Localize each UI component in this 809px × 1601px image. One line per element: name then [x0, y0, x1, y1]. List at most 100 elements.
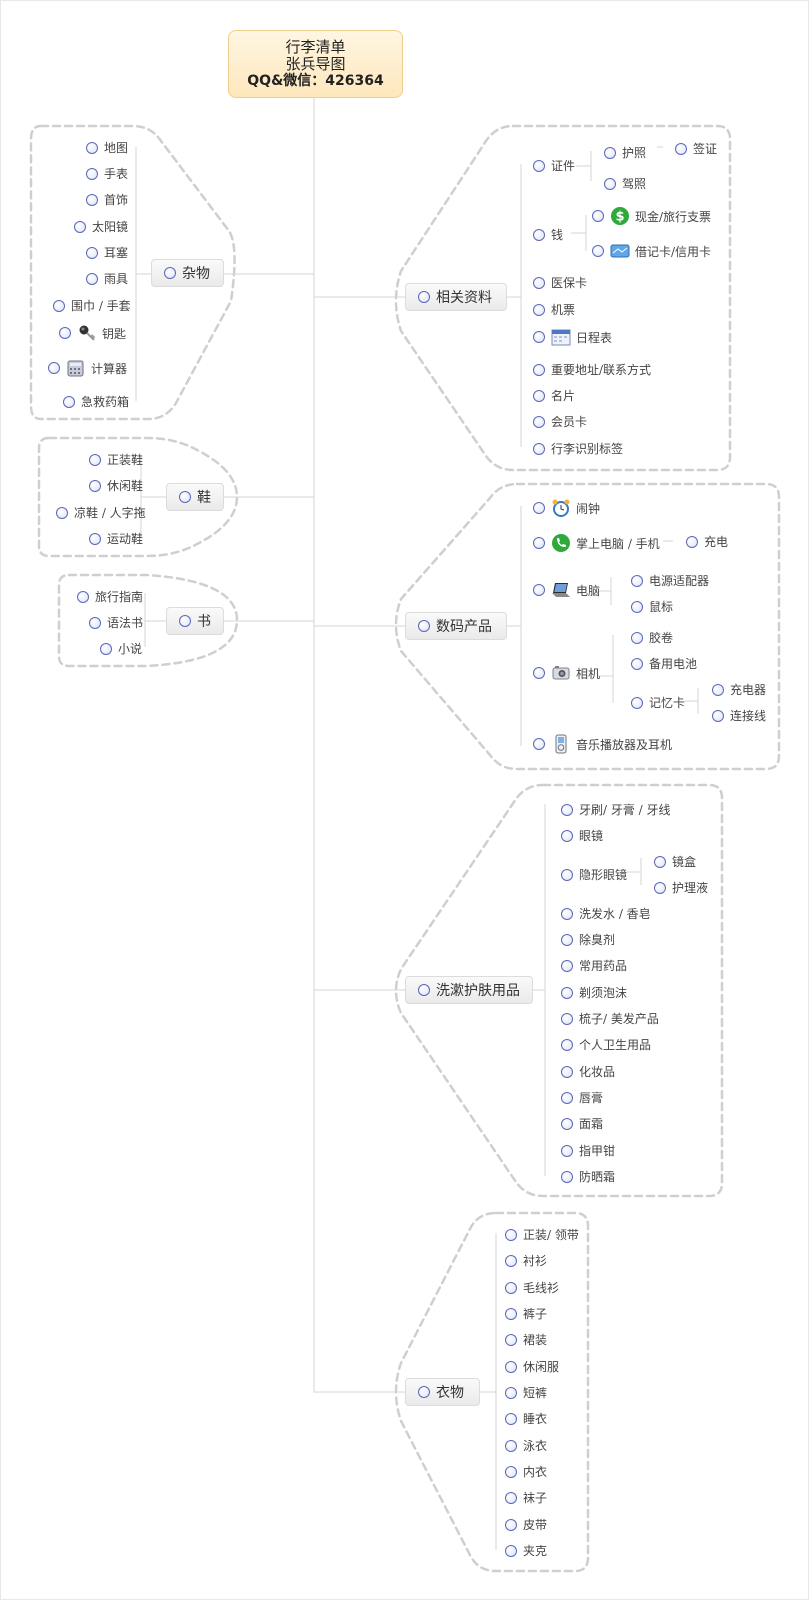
item-ticket[interactable]: 机票 [533, 301, 575, 318]
boundary-shoes [37, 436, 239, 558]
item-passport[interactable]: 护照 [604, 144, 646, 161]
list-item[interactable]: 面霜 [561, 1115, 603, 1132]
item-money[interactable]: 钱 [533, 226, 563, 243]
list-item[interactable]: 指甲钳 [561, 1142, 615, 1159]
topic-misc[interactable]: 杂物 [151, 259, 224, 287]
list-item[interactable]: 个人卫生用品 [561, 1036, 651, 1053]
item-sandals[interactable]: 凉鞋 / 人字拖 [56, 504, 146, 521]
list-item[interactable]: 夹克 [505, 1542, 547, 1559]
list-item[interactable]: 泳衣 [505, 1437, 547, 1454]
list-item[interactable]: 洗发水 / 香皂 [561, 905, 651, 922]
bullet-icon [533, 738, 545, 750]
item-battery[interactable]: 备用电池 [631, 655, 697, 672]
item-dress-shoes[interactable]: 正装鞋 [89, 451, 143, 468]
list-item[interactable]: 正装/ 领带 [505, 1226, 579, 1243]
item-rain-gear[interactable]: 雨具 [86, 270, 128, 287]
list-item[interactable]: 毛线衫 [505, 1279, 559, 1296]
item-watch[interactable]: 手表 [86, 165, 128, 182]
list-item[interactable]: 防晒霜 [561, 1168, 615, 1185]
bullet-icon [561, 907, 573, 920]
list-item[interactable]: 梳子/ 美发产品 [561, 1010, 659, 1027]
bullet-icon [631, 574, 643, 587]
item-keys[interactable]: 钥匙 [59, 323, 126, 343]
bullet-icon [561, 1065, 573, 1078]
topic-clothes[interactable]: 衣物 [405, 1378, 480, 1406]
bullet-icon [561, 1170, 573, 1183]
boundary-misc [29, 124, 236, 421]
item-sunglasses[interactable]: 太阳镜 [74, 218, 128, 235]
camera-icon [551, 663, 571, 683]
topic-books[interactable]: 书 [166, 607, 224, 635]
item-music-player[interactable]: 音乐播放器及耳机 [533, 734, 672, 754]
list-item[interactable]: 裤子 [505, 1305, 547, 1322]
list-item[interactable]: 唇膏 [561, 1089, 603, 1106]
item-sneakers[interactable]: 运动鞋 [89, 530, 143, 547]
topic-digital[interactable]: 数码产品 [405, 612, 507, 640]
item-first-aid[interactable]: 急救药箱 [63, 393, 129, 410]
list-item[interactable]: 休闲服 [505, 1358, 559, 1375]
item-visa[interactable]: 签证 [675, 140, 717, 157]
item-map[interactable]: 地图 [86, 139, 128, 156]
item-novel[interactable]: 小说 [100, 640, 142, 657]
item-luggage-tag[interactable]: 行李识别标签 [533, 440, 623, 457]
item-alarm[interactable]: 闹钟 [533, 498, 600, 518]
topic-toiletries[interactable]: 洗漱护肤用品 [405, 976, 533, 1004]
list-item[interactable]: 内衣 [505, 1463, 547, 1480]
list-item[interactable]: 衬衫 [505, 1252, 547, 1269]
item-charger[interactable]: 充电器 [712, 681, 766, 698]
topic-docs[interactable]: 相关资料 [405, 283, 507, 311]
item-grammar-book[interactable]: 语法书 [89, 614, 143, 631]
item-adapter[interactable]: 电源适配器 [631, 572, 709, 589]
item-id[interactable]: 证件 [533, 157, 575, 174]
item-lens-case[interactable]: 镜盒 [654, 853, 696, 870]
item-camera[interactable]: 相机 [533, 663, 600, 683]
item-computer[interactable]: 电脑 [533, 580, 600, 600]
list-item[interactable]: 袜子 [505, 1489, 547, 1506]
item-contact-lenses[interactable]: 隐形眼镜 [561, 866, 627, 883]
item-member-card[interactable]: 会员卡 [533, 413, 587, 430]
item-mouse[interactable]: 鼠标 [631, 598, 673, 615]
list-item[interactable]: 皮带 [505, 1516, 547, 1533]
bullet-icon [533, 303, 545, 316]
item-travel-guide[interactable]: 旅行指南 [77, 588, 143, 605]
bullet-icon [533, 363, 545, 376]
topic-shoes[interactable]: 鞋 [166, 483, 224, 511]
item-schedule[interactable]: 日程表 [533, 327, 612, 347]
list-item[interactable]: 短裤 [505, 1384, 547, 1401]
item-cable[interactable]: 连接线 [712, 707, 766, 724]
root-contact: QQ&微信：426364 [247, 73, 384, 89]
bullet-icon [86, 141, 98, 154]
item-card[interactable]: 借记卡/信用卡 [592, 241, 711, 261]
item-memory-card[interactable]: 记忆卡 [631, 694, 685, 711]
item-scarf-gloves[interactable]: 围巾 / 手套 [53, 297, 131, 314]
item-jewelry[interactable]: 首饰 [86, 191, 128, 208]
list-item[interactable]: 剃须泡沫 [561, 984, 627, 1001]
item-toothbrush[interactable]: 牙刷/ 牙膏 / 牙线 [561, 801, 671, 818]
bullet-icon [505, 1412, 517, 1425]
item-license[interactable]: 驾照 [604, 175, 646, 192]
item-glasses[interactable]: 眼镜 [561, 827, 603, 844]
list-item[interactable]: 睡衣 [505, 1410, 547, 1427]
bullet-icon [89, 616, 101, 629]
list-item[interactable]: 裙装 [505, 1331, 547, 1348]
item-namecard[interactable]: 名片 [533, 387, 575, 404]
list-item[interactable]: 化妆品 [561, 1063, 615, 1080]
list-item[interactable]: 除臭剂 [561, 931, 615, 948]
central-topic[interactable]: 行李清单 张兵导图 QQ&微信：426364 [228, 30, 403, 98]
item-cash[interactable]: $现金/旅行支票 [592, 206, 711, 226]
item-medical-card[interactable]: 医保卡 [533, 274, 587, 291]
item-charge[interactable]: 充电 [686, 533, 728, 550]
item-contacts[interactable]: 重要地址/联系方式 [533, 361, 651, 378]
bullet-icon [179, 491, 191, 503]
item-casual-shoes[interactable]: 休闲鞋 [89, 477, 143, 494]
item-film[interactable]: 胶卷 [631, 629, 673, 646]
item-pda-phone[interactable]: 掌上电脑 / 手机 [533, 533, 660, 553]
item-earplugs[interactable]: 耳塞 [86, 244, 128, 261]
item-calculator[interactable]: 计算器 [48, 358, 127, 378]
item-lens-solution[interactable]: 护理液 [654, 879, 708, 896]
root-author: 张兵导图 [285, 55, 346, 73]
bullet-icon [712, 683, 724, 696]
list-item[interactable]: 常用药品 [561, 957, 627, 974]
bullet-icon [505, 1439, 517, 1452]
